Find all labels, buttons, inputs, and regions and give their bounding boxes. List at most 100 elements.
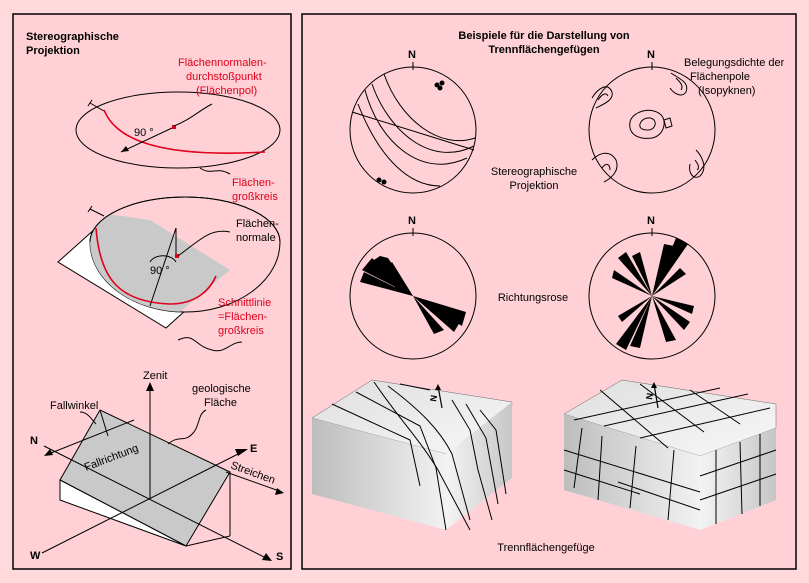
- gc-1: [364, 89, 468, 165]
- right-title-line1: Beispiele für die Darstellung von: [458, 30, 629, 42]
- intersection-leader: [177, 337, 243, 352]
- stereonet-density: N: [588, 49, 716, 194]
- fracture: [331, 403, 421, 487]
- joint: [563, 449, 701, 493]
- stereo-disk-diagram: 90 ° Flächennormalen- durchstoßpunkt (Fl…: [75, 57, 281, 203]
- joint: [699, 473, 777, 501]
- angle-label-2: 90 °: [150, 265, 170, 277]
- intersection-label-line3: großkreis: [218, 325, 264, 337]
- pole-label-line2: durchstoßpunkt: [186, 71, 262, 83]
- rose-label: Richtungsrose: [498, 292, 568, 304]
- geo-plane-label-line2: Fläche: [204, 397, 237, 409]
- contour-center-inner: [639, 117, 656, 131]
- dip-direction-arrow: [44, 449, 53, 456]
- zenith-label: Zenit: [143, 370, 167, 382]
- ns-axis: [43, 445, 271, 561]
- normal-angle-line: [120, 127, 173, 153]
- block-diagram-1: N: [311, 379, 513, 531]
- hemisphere-rim: [89, 196, 281, 243]
- rose-petal: [413, 296, 436, 312]
- compass-e: E: [250, 443, 257, 455]
- contour-bottom-left-inner: [601, 163, 611, 171]
- left-panel: Stereographische Projektion 90 ° Flächen…: [12, 13, 292, 570]
- dip-arc-line: [99, 409, 109, 437]
- density-label-line2: Flächenpole: [690, 71, 750, 83]
- pole-dot: [376, 177, 382, 183]
- dip-angle-leader: [79, 411, 97, 425]
- joint: [689, 389, 741, 425]
- fracture: [479, 409, 507, 495]
- joint: [597, 435, 603, 501]
- compass-n: N: [30, 435, 38, 447]
- contour-bottom-left: [591, 152, 618, 183]
- rose-petal: [630, 296, 652, 348]
- vertical-section: [59, 479, 187, 547]
- stereo-label-line2: Projektion: [510, 180, 559, 192]
- contour-left-inner: [597, 93, 609, 101]
- fabric-label: Trennflächengefüge: [497, 542, 594, 554]
- pole-label-line1: Flächennormalen-: [178, 57, 267, 69]
- pole-point-2: [175, 254, 179, 258]
- pole-leader: [173, 103, 213, 127]
- joint: [629, 445, 637, 509]
- intersection-label-line2: =Flächen-: [218, 311, 268, 323]
- e-arrow: [235, 449, 248, 456]
- contour-bottom-right-inner: [694, 159, 699, 171]
- contour-left: [591, 86, 613, 109]
- strike-line: [225, 471, 283, 493]
- gc-5: [351, 111, 475, 151]
- contour-top-inner: [675, 77, 683, 91]
- rose-petal: [652, 238, 688, 296]
- rose-petal: [616, 296, 652, 350]
- rose-petal: [652, 244, 674, 296]
- north-label: N: [408, 49, 416, 61]
- great-circle-leader: [199, 167, 231, 175]
- block-side: [700, 428, 776, 530]
- joint: [573, 427, 583, 489]
- north-arrow-head-2: [651, 382, 657, 388]
- pole-label-line3: (Flächenpol): [196, 85, 257, 97]
- rose-petal: [632, 252, 652, 296]
- block-front: [564, 414, 700, 530]
- gc-3: [357, 103, 441, 187]
- pole-dot: [381, 179, 387, 185]
- rose-petal: [413, 296, 444, 334]
- contour-top: [669, 72, 688, 96]
- rose-petal: [618, 252, 652, 296]
- fracture: [399, 383, 431, 391]
- right-title-line2: Trennflächengefügen: [488, 44, 600, 56]
- joint: [639, 383, 705, 433]
- great-circle-label-line2: großkreis: [232, 191, 278, 203]
- block-diagram-2: N: [563, 379, 777, 530]
- block-north-label-2: N: [644, 392, 655, 400]
- geo-plane-leader: [167, 409, 207, 445]
- we-axis: [41, 449, 247, 554]
- rose-petal: [652, 268, 686, 296]
- stereonet-great-circles: N: [349, 49, 477, 194]
- gc-2: [371, 83, 475, 153]
- break-mark-2: [87, 205, 105, 217]
- compass-s: S: [276, 551, 283, 563]
- plane-trace-line: [149, 227, 177, 307]
- block-side: [446, 402, 512, 530]
- pole-dot: [439, 80, 445, 86]
- left-title-line1: Stereographische: [26, 31, 119, 43]
- right-panel: Beispiele für die Darstellung von Trennf…: [301, 13, 797, 570]
- rose-petal: [368, 256, 413, 296]
- plane-edge-bottom: [185, 535, 231, 547]
- rose-diagram-2: N: [588, 215, 716, 360]
- pole-dot: [437, 85, 443, 91]
- intersection-curve: [95, 227, 217, 305]
- joint: [667, 449, 675, 521]
- dip-direction-line: [45, 419, 135, 456]
- stereo-label-line1: Stereographische: [491, 166, 577, 178]
- joint: [617, 481, 701, 511]
- geo-plane-label-line1: geologische: [192, 383, 251, 395]
- angle-label: 90 °: [134, 127, 154, 139]
- projection-ellipse: [75, 91, 281, 169]
- left-title-line2: Projektion: [26, 45, 80, 57]
- joint: [699, 449, 777, 477]
- rose-petal: [652, 296, 690, 330]
- fracture: [451, 399, 493, 521]
